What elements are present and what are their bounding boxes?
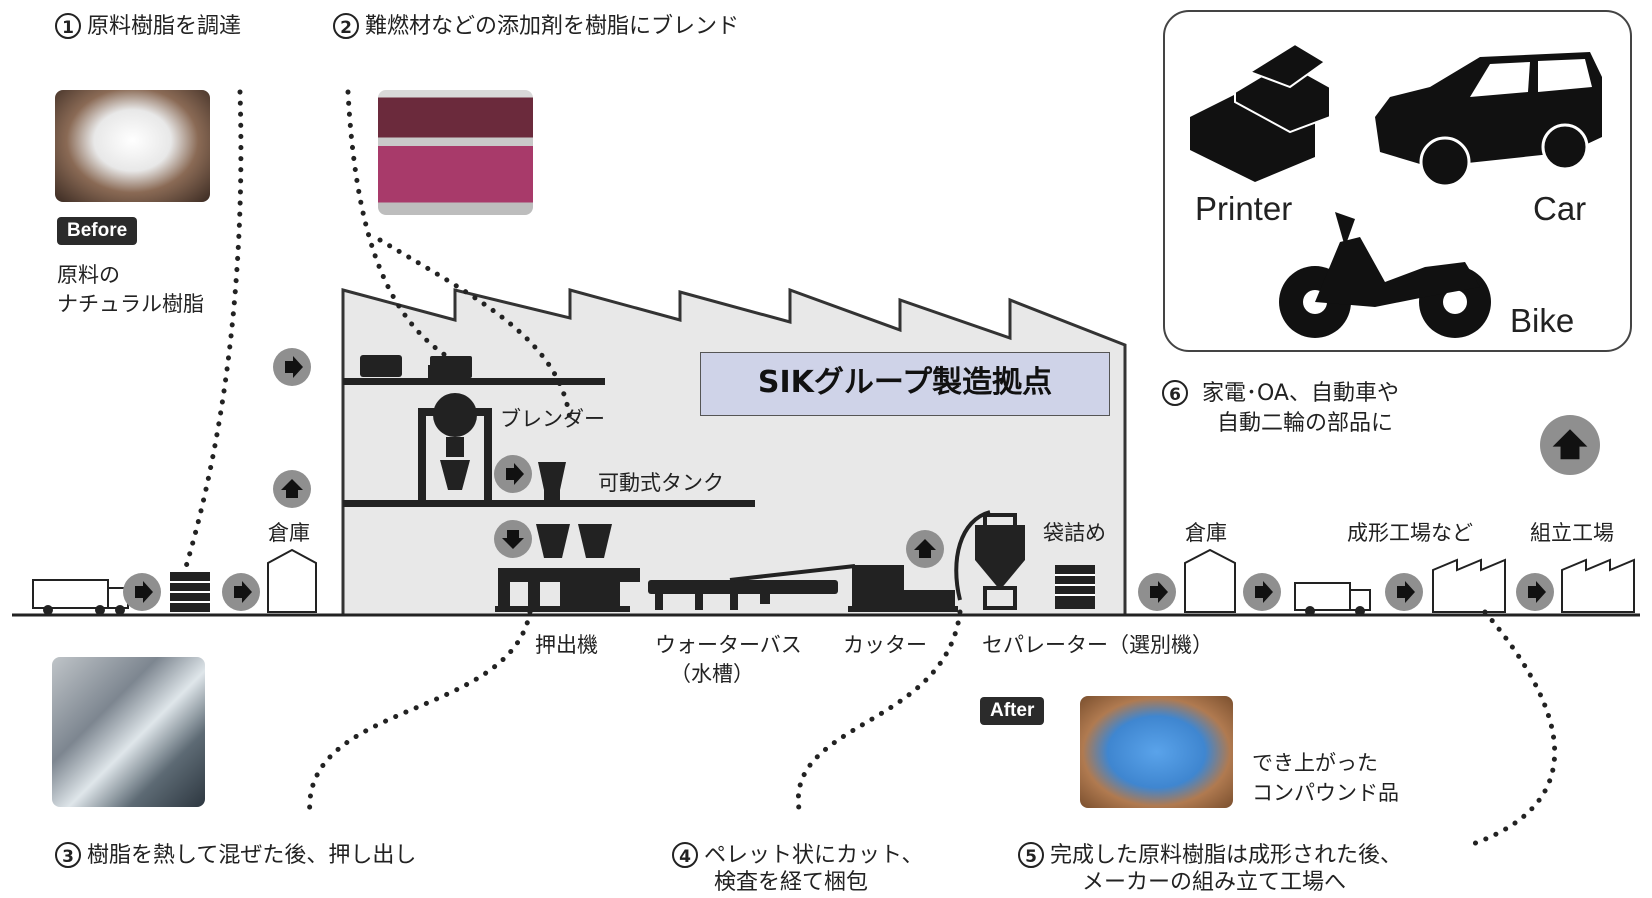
natural-resin-photo [55,90,210,202]
separator-label: セパレーター（選別機） [982,633,1213,657]
after-caption-line1: でき上がった [1252,751,1378,775]
flow-arrow-down-extruder [494,520,532,558]
factory-title: SIKグループ製造拠点 [700,352,1110,416]
step-4-number: 4 [672,842,698,868]
leader-line-step2 [345,89,448,358]
water-bath-label-1: ウォーターバス [655,633,802,657]
products-panel: Printer Car Bike [1163,10,1632,352]
step-4-line2-text: 検査を経て梱包 [714,870,869,895]
movable-tank [538,462,566,500]
after-badge: After [980,697,1045,725]
extruder-machine [495,524,640,612]
molding-plant-building [1432,558,1506,613]
printer-label: Printer [1195,190,1293,227]
material-containers [360,355,472,378]
additives-shelf-photo [378,90,533,215]
warehouse-right-building [1184,548,1236,613]
warehouse-right-label: 倉庫 [1185,521,1227,545]
flow-arrow-up-warehouse [273,470,311,508]
flow-arrow-right-6 [1385,573,1423,611]
step-1-number: 1 [55,13,81,39]
leader-line-step3 [307,609,533,818]
step-3-text: 樹脂を熱して混ぜた後、押し出し [87,843,417,868]
step-6-caption: 6 家電･OA、自動車や [1162,380,1399,407]
blender-label: ブレンダー [500,407,605,431]
step-2-number: 2 [333,13,359,39]
separator-machine [954,510,1025,610]
printer-icon [1190,42,1331,182]
truck-right [1294,582,1371,616]
before-caption-line2: ナチュラル樹脂 [57,292,204,316]
movable-tank-label: 可動式タンク [598,471,724,495]
car-label: Car [1533,190,1587,227]
extrusion-strands-photo [52,657,205,807]
before-caption-line1: 原料の [57,263,120,287]
after-caption-line2: コンパウンド品 [1252,781,1399,805]
flow-arrow-right-4 [1138,573,1176,611]
warehouse-left-building [267,548,317,613]
step-5-number: 5 [1018,842,1044,868]
molding-plant-label: 成形工場など [1347,521,1473,545]
flow-arrow-right-blender [494,455,532,493]
step-2-text: 難燃材などの添加剤を樹脂にブレンド [365,14,740,39]
middle-floor [343,500,755,507]
step-5-line2-text: メーカーの組み立て工場へ [1082,870,1347,895]
bike-icon [1279,212,1491,338]
step-6-line2-text: 自動二輪の部品に [1217,411,1394,436]
water-bath [648,564,856,610]
step-3-number: 3 [55,842,81,868]
assembly-plant-building [1561,558,1635,613]
water-bath-label-2: （水槽） [670,662,754,686]
step-1-text: 原料樹脂を調達 [87,14,242,39]
step-6-line1: 家電･OA、自動車や [1202,381,1399,406]
bag-stack-separator [1055,565,1095,609]
flow-arrow-right-3 [273,348,311,386]
leader-line-step4 [795,609,963,818]
extruder-label: 押出機 [535,633,598,657]
flow-arrow-up-separator [906,530,944,568]
bike-label: Bike [1510,302,1575,339]
step-6-number: 6 [1162,380,1188,406]
bagging-label: 袋詰め [1043,521,1106,545]
upper-floor [343,378,605,385]
cutter-label: カッター [843,633,927,657]
leader-line-step2b [377,237,573,423]
leader-line-step5 [1467,609,1558,848]
before-badge: Before [57,217,138,245]
assembly-plant-label: 組立工場 [1530,521,1614,545]
blender-machine [418,393,492,500]
bag-stack-input [170,572,210,612]
flow-arrow-right-2 [222,573,260,611]
cutter-machine [848,565,958,612]
step-4-line1: ペレット状にカット、 [704,843,924,868]
blue-pellets-photo [1080,696,1233,808]
leader-line-step1 [182,89,244,573]
truck-left [32,579,129,615]
flow-arrow-up-products [1540,415,1600,475]
warehouse-left-label: 倉庫 [268,521,310,545]
flow-arrow-right-5 [1243,573,1281,611]
car-icon [1375,52,1602,188]
flow-arrow-right-1 [123,573,161,611]
flow-arrow-right-7 [1516,573,1554,611]
step-5-line1: 完成した原料樹脂は成形された後、 [1050,843,1403,868]
